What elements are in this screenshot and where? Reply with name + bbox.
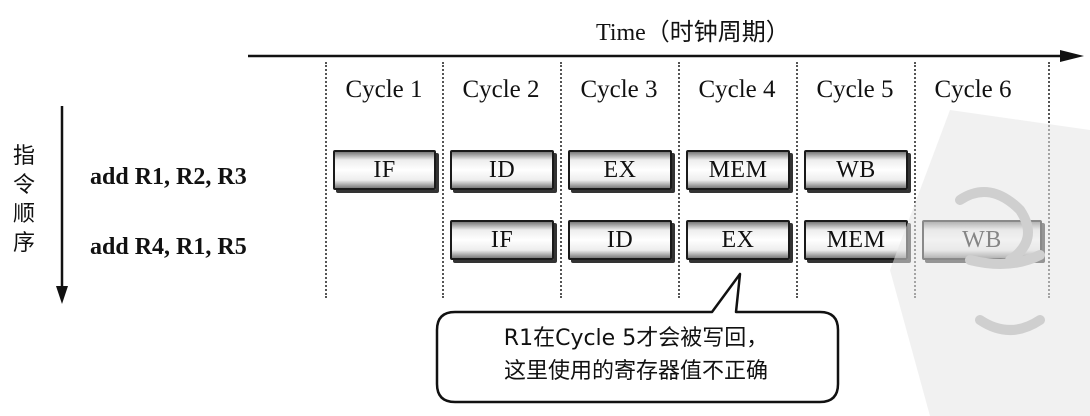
- time-axis-label: Time（时钟周期）: [596, 20, 790, 46]
- watermark-logo: [890, 110, 1090, 416]
- cycle-label: Cycle 4: [698, 76, 776, 103]
- hazard-note: R1在Cycle 5才会被写回， 这里使用的寄存器值不正确: [436, 322, 836, 388]
- cycle-divider: [560, 62, 562, 298]
- hazard-note-line1: R1在Cycle 5才会被写回，: [503, 326, 769, 351]
- instruction-label: add R4, R1, R5: [90, 234, 247, 260]
- time-axis-arrow: [248, 50, 1084, 62]
- cycle-divider: [796, 62, 798, 298]
- instruction-label: add R1, R2, R3: [90, 164, 247, 190]
- stage-if: IF: [333, 150, 436, 190]
- stage-ex: EX: [686, 220, 790, 260]
- cycle-divider: [325, 62, 327, 298]
- instruction-order-arrow: [56, 106, 68, 304]
- cycle-label: Cycle 6: [934, 76, 1012, 103]
- cycle-divider: [678, 62, 680, 298]
- instruction-order-label: 指令顺序: [12, 144, 35, 256]
- hazard-note-line2: 这里使用的寄存器值不正确: [503, 359, 768, 384]
- stage-if: IF: [450, 220, 554, 260]
- stage-mem: MEM: [804, 220, 908, 260]
- stage-wb: WB: [804, 150, 908, 190]
- stage-id: ID: [568, 220, 672, 260]
- cycle-label: Cycle 1: [345, 76, 423, 103]
- cycle-divider: [442, 62, 444, 298]
- stage-id: ID: [450, 150, 554, 190]
- cycle-divider: [914, 62, 916, 298]
- cycle-label: Cycle 3: [580, 76, 658, 103]
- stage-mem: MEM: [686, 150, 790, 190]
- cycle-label: Cycle 2: [462, 76, 540, 103]
- stage-ex: EX: [568, 150, 672, 190]
- cycle-label: Cycle 5: [816, 76, 894, 103]
